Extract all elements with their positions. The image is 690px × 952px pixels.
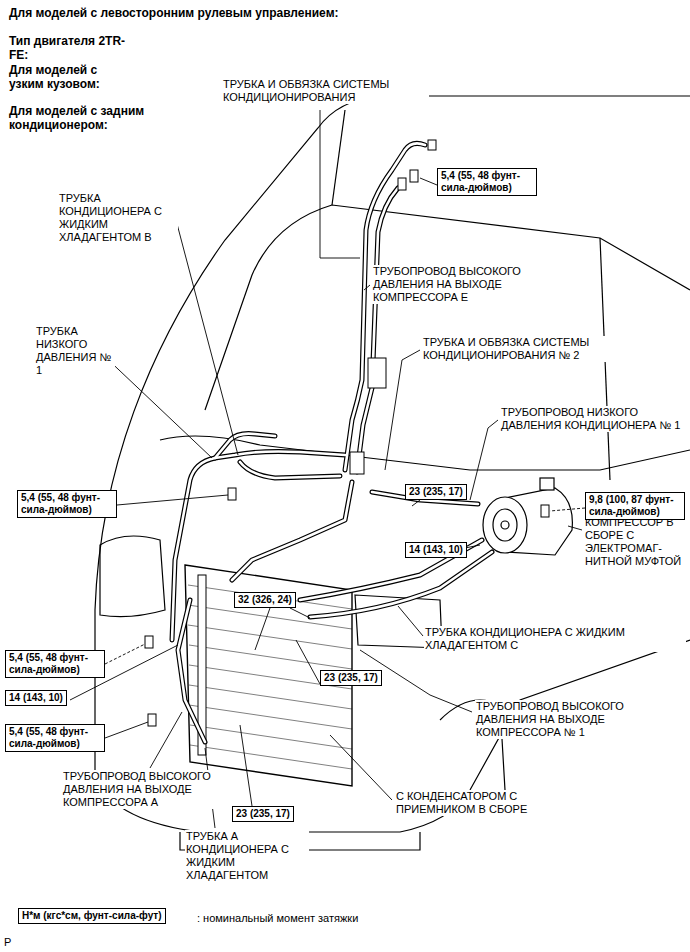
torque-box: 9,8 (100, 87 фунт-сила-дюймов) [585, 492, 685, 520]
leader-line [470, 420, 498, 500]
leader-line [105, 722, 148, 738]
leader-line [105, 644, 145, 664]
part-label: ТРУБОПРОВОД НИЗКОГО ДАВЛЕНИЯ КОНДИЦИОНЕР… [500, 406, 684, 432]
torque-value: 5,4 (55, 48 фунт-сила-дюймов) [9, 726, 101, 750]
torque-box: 14 (143, 10) [5, 690, 67, 706]
torque-box: 32 (326, 24) [234, 592, 296, 608]
part-label: ТРУБОПРОВОД ВЫСОКОГО ДАВЛЕНИЯ НА ВЫХОДЕ … [475, 700, 682, 739]
torque-value: 14 (143, 10) [9, 692, 63, 704]
torque-box: 23 (235, 17) [320, 670, 382, 686]
leader-line [290, 608, 310, 618]
torque-box: 5,4 (55, 48 фунт-сила-дюймов) [17, 490, 117, 518]
model-note: Для моделей с задним кондиционером: [8, 104, 175, 132]
leader-line [550, 508, 585, 511]
leader-line [296, 640, 320, 684]
leader-line [255, 608, 270, 650]
torque-value: Н*м (кгс*см, фунт-сила-фут) [22, 910, 162, 922]
leader-line [330, 735, 392, 800]
heading: Для моделей с левосторонним рулевым упра… [8, 6, 430, 20]
leader-line [150, 712, 182, 768]
part-label: ТРУБКА КОНДИЦИОНЕРА С ЖИДКИМ ХЛАДАГЕНТОМ… [424, 626, 686, 652]
torque-value: 23 (235, 17) [324, 672, 378, 684]
torque-box: 5,4 (55, 48 фунт-сила-дюймов) [437, 168, 537, 196]
torque-value: 5,4 (55, 48 фунт-сила-дюймов) [21, 492, 113, 516]
part-label: С КОНДЕНСАТОРОМ С ПРИЕМНИКОМ В СБОРЕ [395, 790, 585, 816]
part-label: ТРУБКА И ОБВЯЗКА СИСТЕМЫ КОНДИЦИОНИРОВАН… [222, 78, 429, 104]
tube-outline [172, 143, 492, 742]
leader-line [364, 285, 370, 290]
van-body [95, 96, 690, 850]
torque-box: 5,4 (55, 48 фунт-сила-дюймов) [5, 650, 105, 678]
torque-value: 14 (143, 10) [409, 544, 463, 556]
compressor [483, 478, 572, 555]
torque-box: 14 (143, 10) [405, 542, 467, 558]
leader-line [100, 352, 212, 458]
torque-value: 23 (235, 17) [409, 486, 463, 498]
leader-line [568, 526, 582, 530]
part-label: КОМПРЕССОР В СБОРЕ С ЭЛЕКТРОМАГ-НИТНОЙ М… [584, 516, 686, 568]
torque-value: 32 (326, 24) [238, 594, 292, 606]
leader-line [240, 725, 252, 806]
torque-box: 23 (235, 17) [405, 484, 467, 500]
torque-box: 5,4 (55, 48 фунт-сила-дюймов) [5, 724, 105, 752]
leader-line [117, 495, 228, 505]
part-label: : номинальный момент затяжки [196, 912, 418, 925]
part-label: P [3, 936, 25, 949]
leader-line [398, 606, 423, 636]
leader-line [320, 110, 360, 258]
model-note: Тип двигателя 2TR-FE: [8, 34, 130, 62]
torque-value: 5,4 (55, 48 фунт-сила-дюймов) [441, 170, 533, 194]
torque-box: Н*м (кгс*см, фунт-сила-фут) [18, 908, 166, 924]
torque-value: 9,8 (100, 87 фунт-сила-дюймов) [589, 494, 681, 518]
torque-value: 5,4 (55, 48 фунт-сила-дюймов) [9, 652, 101, 676]
part-label: ТРУБКА И ОБВЯЗКА СИСТЕМЫ КОНДИЦИОНИРОВАН… [422, 336, 686, 362]
leader-line [412, 500, 420, 506]
torque-value: 23 (235, 17) [236, 808, 290, 820]
torque-box: 23 (235, 17) [232, 806, 294, 822]
part-label: ТРУБКА НИЗКОГО ДАВЛЕНИЯ № 1 [35, 325, 115, 377]
leader-line [385, 350, 420, 470]
leader-line [420, 178, 437, 185]
part-label: ТРУБОПРОВОД ВЫСОКОГО ДАВЛЕНИЯ НА ВЫХОДЕ … [62, 770, 214, 809]
part-label: ТРУБОПРОВОД ВЫСОКОГО ДАВЛЕНИЯ НА ВЫХОДЕ … [372, 265, 546, 304]
tube-fill [172, 143, 492, 742]
leader-line [176, 220, 238, 455]
part-label: ТРУБКА A КОНДИЦИОНЕРА С ЖИДКИМ ХЛАДАГЕНТ… [185, 830, 309, 882]
model-note: Для моделей с узким кузовом: [8, 63, 125, 91]
part-label: ТРУБКА КОНДИЦИОНЕРА С ЖИДКИМ ХЛАДАГЕНТОМ… [58, 192, 178, 244]
